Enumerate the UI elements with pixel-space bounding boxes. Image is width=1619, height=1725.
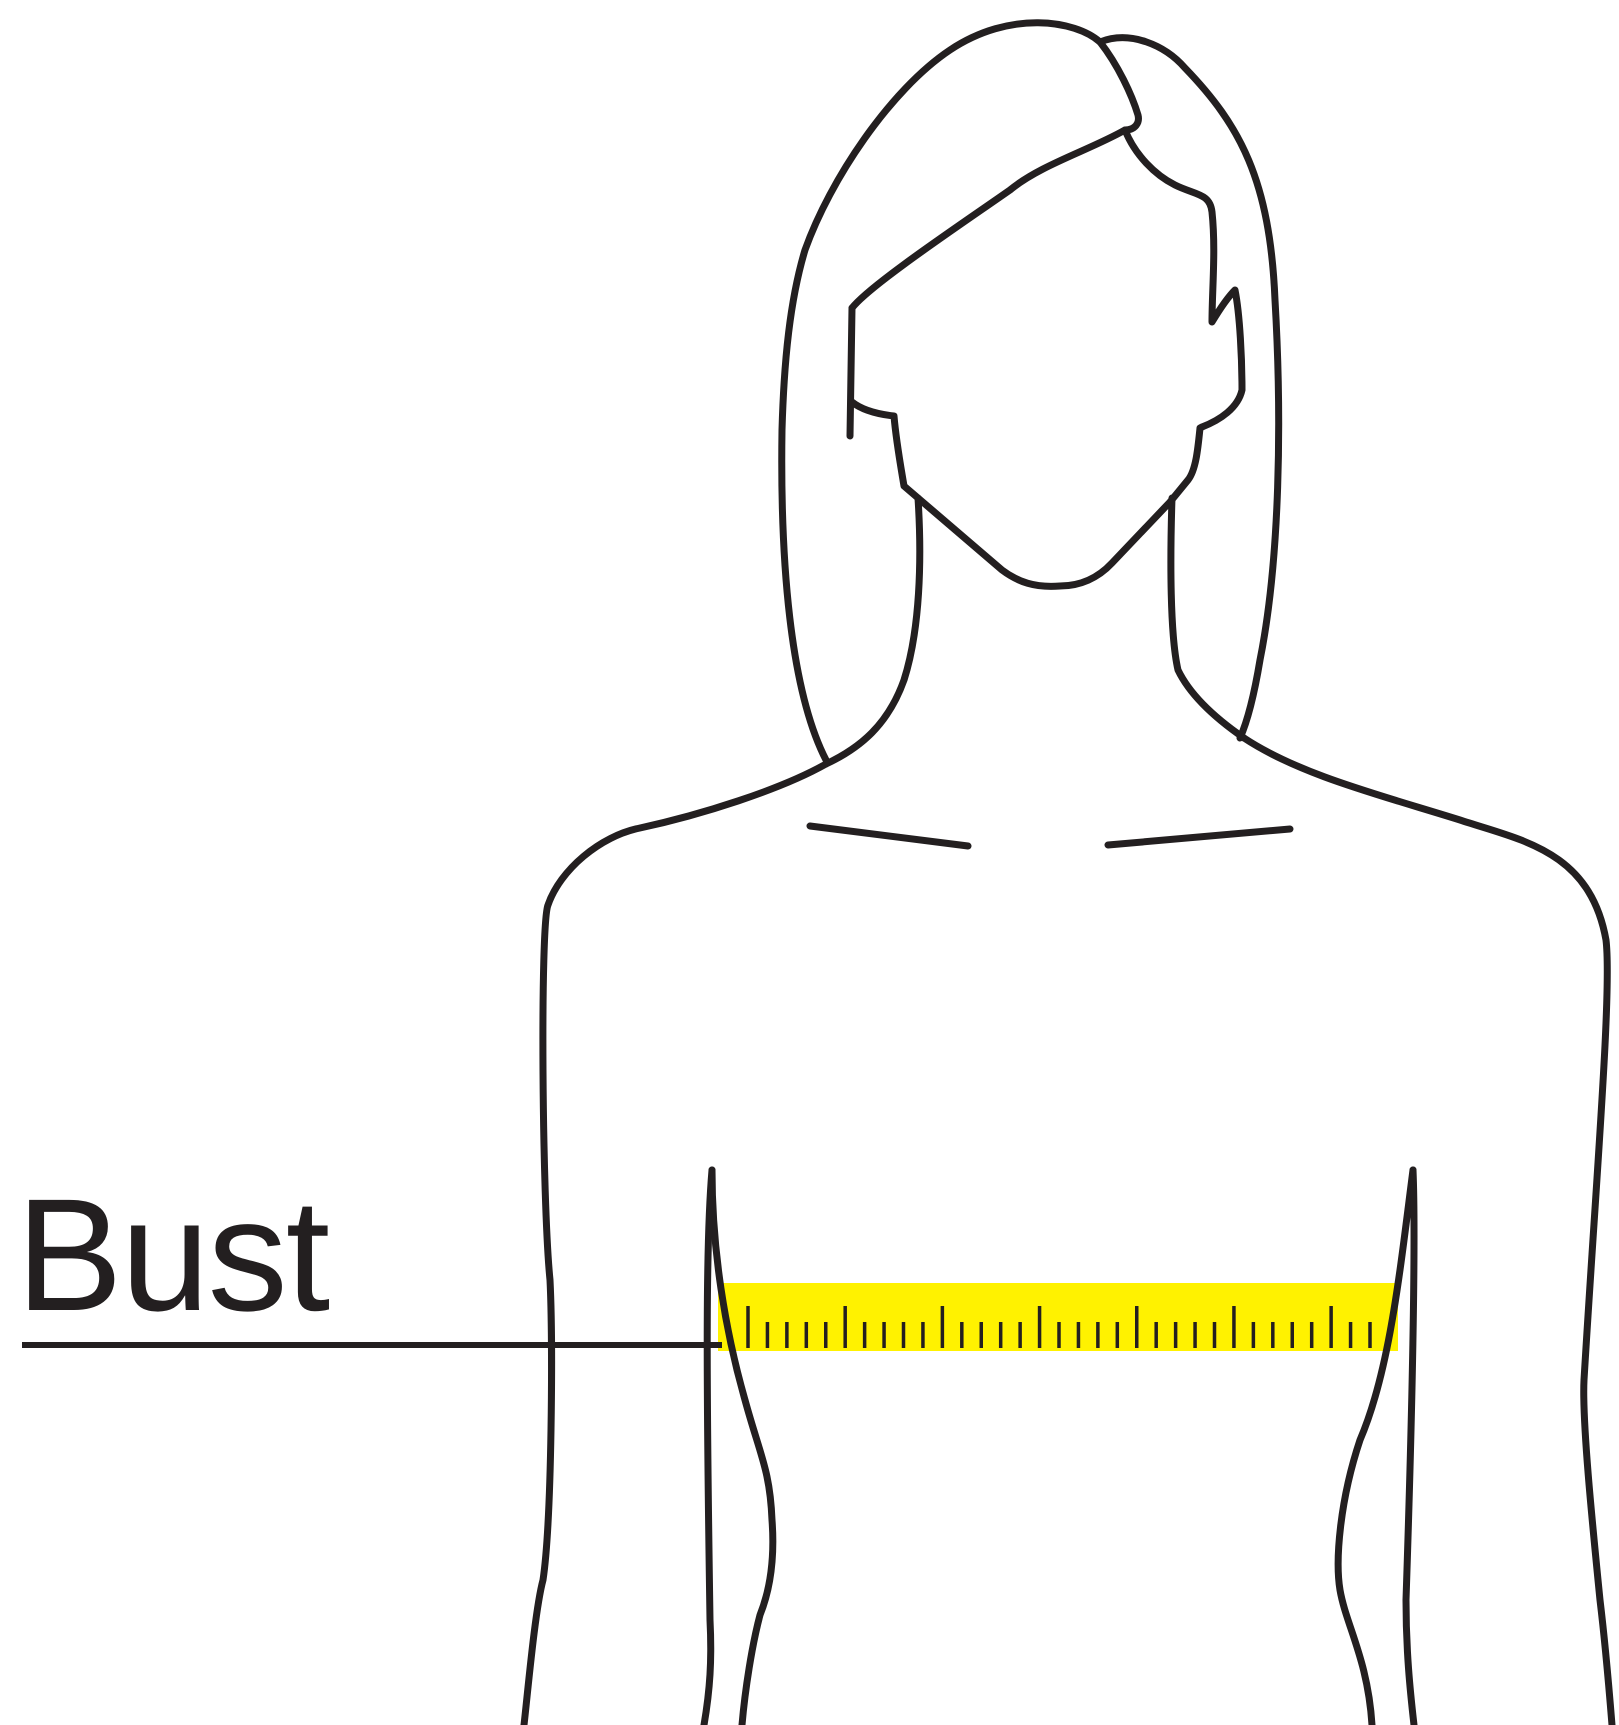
hair-fringe: [852, 130, 1125, 308]
hair-outline: [782, 23, 1279, 760]
neck-left: [826, 498, 920, 764]
torso-right: [1338, 1170, 1413, 1725]
inner-arm-right: [1406, 1170, 1414, 1725]
collarbone-right: [1108, 829, 1290, 845]
bust-label: Bust: [16, 1175, 328, 1335]
shoulder-left: [524, 764, 826, 1725]
inner-arm-left: [704, 1170, 712, 1725]
collarbone-left: [810, 826, 968, 846]
neck-right: [1171, 498, 1244, 738]
torso-left: [712, 1170, 773, 1725]
hair-parting: [1100, 42, 1242, 427]
shoulder-right: [1244, 738, 1612, 1725]
face-outline: [850, 308, 1202, 586]
